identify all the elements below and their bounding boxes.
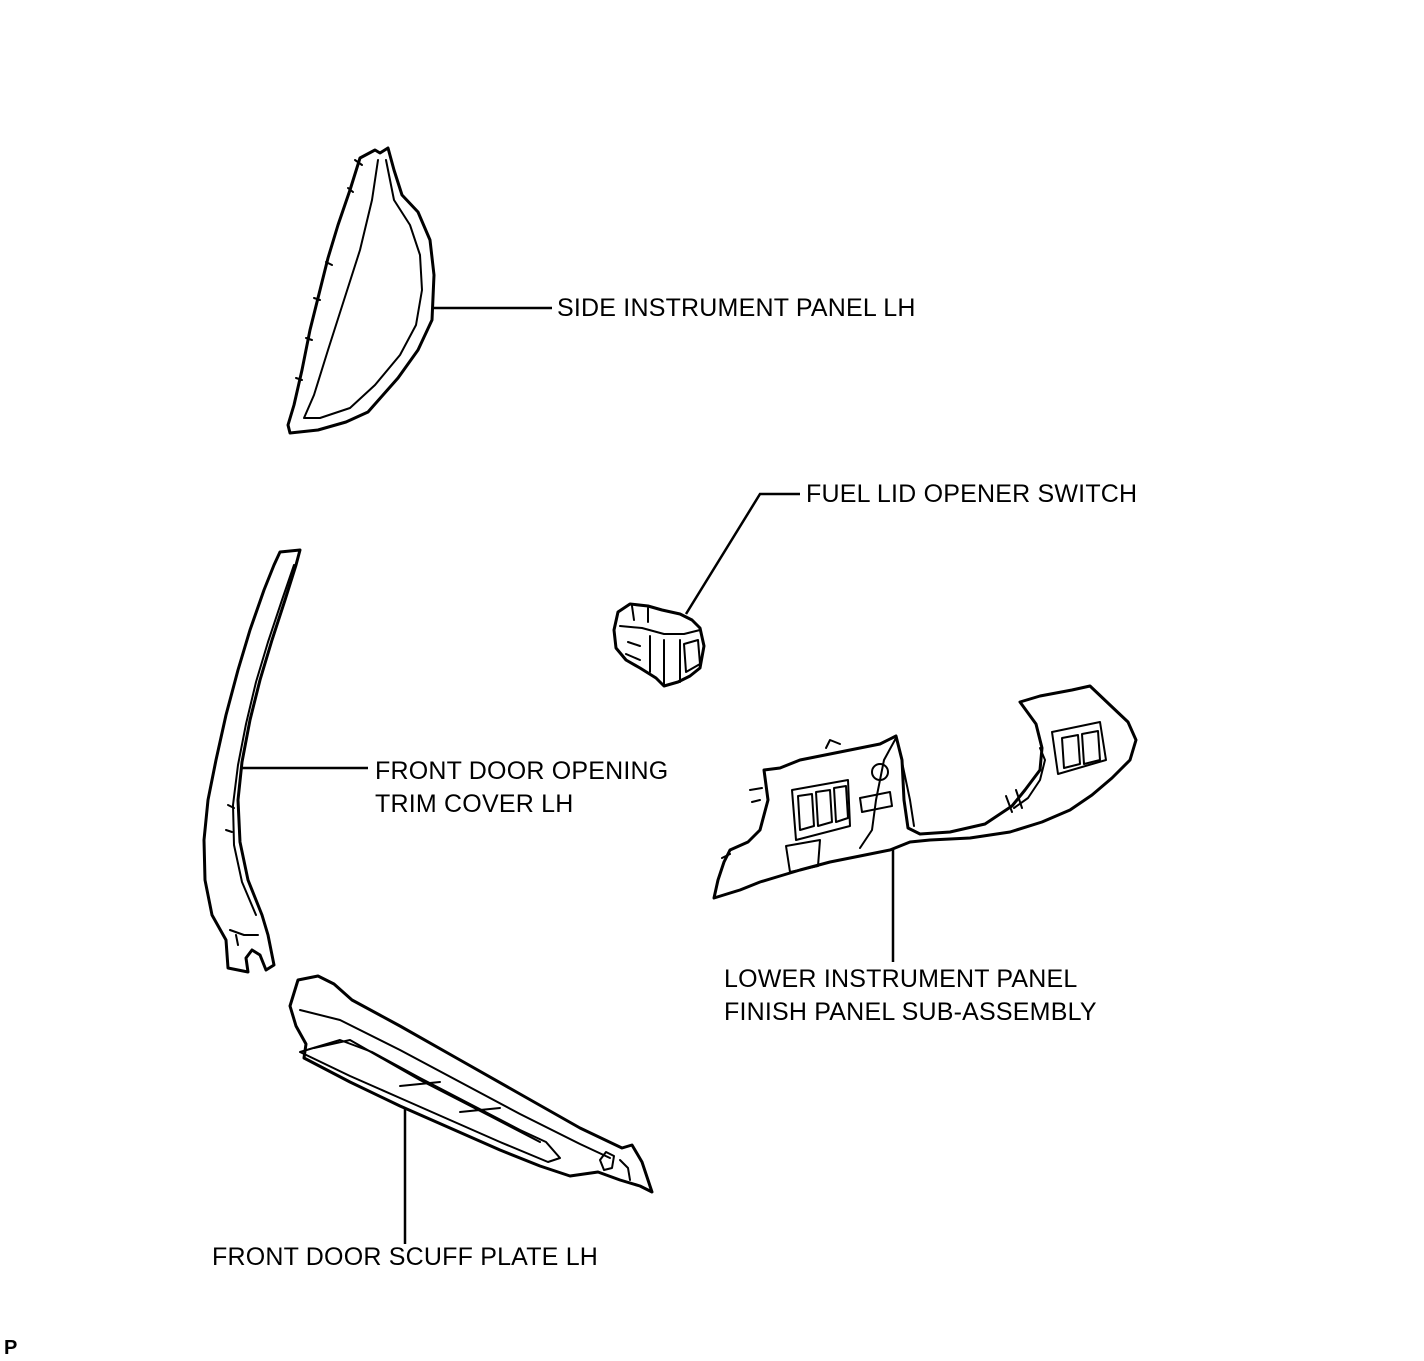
front-door-opening-trim-cover-label-line-2: TRIM COVER LH (375, 790, 574, 818)
fuel-lid-opener-switch-leader (684, 492, 800, 615)
front-door-scuff-plate-label-line: FRONT DOOR SCUFF PLATE LH (212, 1243, 599, 1271)
front-door-opening-trim-cover-label: FRONT DOOR OPENING TRIM COVER LH (375, 755, 668, 821)
side-instrument-panel-label: SIDE INSTRUMENT PANEL LH (557, 292, 916, 325)
lower-instrument-panel-finish-panel-label-line-1: LOWER INSTRUMENT PANEL (724, 965, 1078, 993)
fuel-lid-opener-switch-part (612, 602, 706, 688)
illustration-code-mark: P (4, 1337, 18, 1359)
front-door-scuff-plate-part (288, 974, 654, 1194)
side-instrument-panel-label-line: SIDE INSTRUMENT PANEL LH (557, 294, 916, 322)
side-instrument-panel-part (286, 146, 436, 435)
fuel-lid-opener-switch-label: FUEL LID OPENER SWITCH (806, 478, 1137, 511)
front-door-opening-trim-cover-part (202, 548, 302, 974)
front-door-opening-trim-cover-label-line-1: FRONT DOOR OPENING (375, 757, 669, 785)
fuel-lid-opener-switch-label-line: FUEL LID OPENER SWITCH (806, 480, 1138, 508)
lower-instrument-panel-finish-panel-label-line-2: FINISH PANEL SUB-ASSEMBLY (724, 998, 1097, 1026)
front-door-scuff-plate-label: FRONT DOOR SCUFF PLATE LH (212, 1241, 598, 1274)
lower-instrument-panel-finish-panel-label: LOWER INSTRUMENT PANEL FINISH PANEL SUB-… (724, 963, 1097, 1029)
lower-instrument-panel-finish-panel-part (712, 684, 1138, 900)
